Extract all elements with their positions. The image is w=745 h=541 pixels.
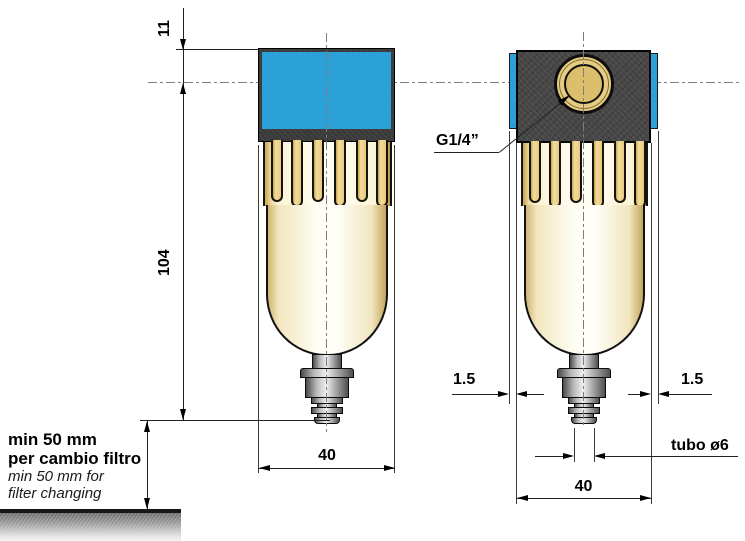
extension-line [509,131,510,404]
dim-line-tube-left [535,456,563,457]
rib [291,140,303,207]
leader-underline [434,152,499,153]
dim-arrow [563,453,574,459]
rib [592,141,604,208]
dim-line-1-5-right-inner [628,394,640,395]
dim-arrow [180,83,186,94]
rib [614,141,626,203]
front-drain-neck [312,354,342,369]
rib [334,140,346,207]
dim-arrow [640,391,651,397]
side-vertical-centerline [583,32,584,428]
extension-line [516,143,517,504]
side-drain-tip [571,417,597,424]
note-line-english-1: min 50 mm for [8,468,104,485]
dim-line-40-side [517,498,651,499]
floor-surface [0,509,181,541]
dim-line-vertical [183,8,184,420]
tube-label: tubo ø6 [671,437,729,454]
dim-arrow [640,495,651,501]
rib [634,141,646,208]
side-drain-neck [569,354,599,369]
dim-label-40-front: 40 [318,447,336,464]
dim-line-1-5-left-inner [527,394,544,395]
dim-arrow [517,495,528,501]
rib [356,140,368,202]
rib [570,141,582,203]
rib [376,140,388,207]
note-line-italian-2: per cambio filtro [8,449,142,468]
dim-line-clearance [147,421,148,509]
dim-arrow [516,391,527,397]
front-vertical-centerline [326,33,327,432]
side-filter-bowl [524,205,645,356]
dim-label-40-side: 40 [574,478,593,495]
dim-arrow [144,498,150,509]
horizontal-centerline [148,82,740,83]
side-port-opening [564,64,604,104]
side-bowl-ribs [521,141,648,208]
dim-arrow [658,391,669,397]
note-line-english-2: filter changing [8,485,102,502]
dim-label-11: 11 [156,20,173,37]
dim-arrow [180,409,186,420]
dim-label-1-5-left: 1.5 [453,371,476,388]
dim-label-104: 104 [156,249,173,276]
rib [312,140,324,202]
dim-arrow [144,421,150,432]
rib [549,141,561,208]
extension-line [594,428,595,462]
extension-line [658,131,659,404]
extension-line [394,145,395,473]
reference-line-bottom [140,420,330,421]
side-drain-body [562,377,606,398]
dim-arrow [498,391,509,397]
dim-arrow [180,39,186,50]
extension-line [258,145,259,473]
extension-line-cap-top [176,49,258,50]
dim-arrow [594,453,605,459]
front-filter-bowl [266,205,388,356]
dim-line-1-5-left [452,394,498,395]
extension-line [574,428,575,462]
side-port-thread-ring [559,59,609,109]
note-line-italian-1: min 50 mm [8,430,97,449]
rib [529,141,541,203]
port-label: G1/4” [436,132,479,149]
front-bowl-ribs [263,140,392,207]
extension-line [651,143,652,504]
side-cap-edge-right [650,53,658,129]
rib [271,140,283,202]
clearance-note: min 50 mm per cambio filtro min 50 mm fo… [8,430,141,502]
dim-arrow [259,465,270,471]
dim-line-tube-right [605,456,738,457]
dim-line-1-5-right [669,394,712,395]
front-drain-body [305,377,349,398]
dim-label-1-5-right: 1.5 [681,371,704,388]
dim-line-40-front [259,468,395,469]
dim-arrow [384,465,395,471]
